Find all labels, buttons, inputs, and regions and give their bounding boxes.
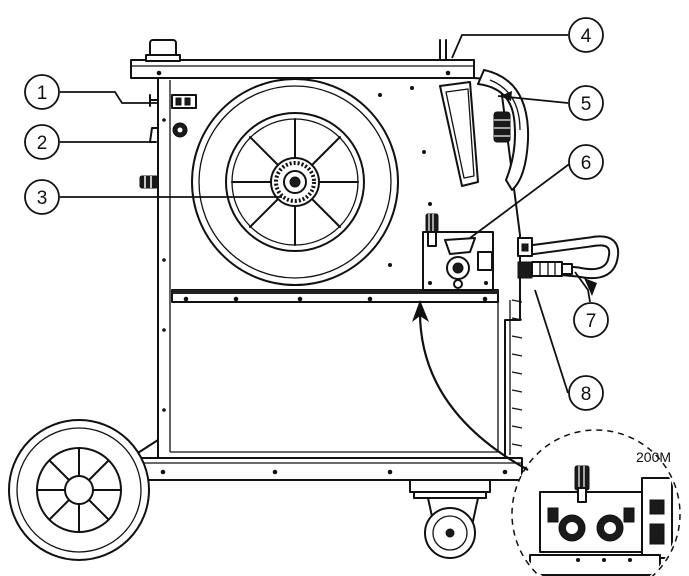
gas-connector (149, 94, 197, 109)
callout-1: 1 (24, 74, 60, 110)
callout-1-label: 1 (37, 83, 48, 104)
torch-cable (517, 235, 620, 280)
caster-wheel (409, 479, 491, 559)
inset-model-label: 200M (636, 449, 671, 465)
callout-7-label: 7 (586, 311, 597, 332)
callout-7: 7 (573, 302, 609, 338)
euro-connector (517, 261, 573, 279)
callout-2-label: 2 (37, 133, 48, 154)
side-vents (509, 299, 523, 455)
callout-4-label: 4 (581, 26, 592, 47)
detail-pointer-arrow (412, 300, 529, 471)
detail-inset: 200M (511, 429, 681, 576)
callout-5: 5 (568, 85, 604, 121)
spool-spokes (231, 118, 359, 246)
callout-6: 6 (568, 144, 604, 180)
callout-8-label: 8 (581, 384, 592, 405)
control-knob (149, 122, 188, 143)
leader-lines (60, 34, 597, 394)
callout-4: 4 (568, 17, 604, 53)
divider-rail (171, 289, 499, 303)
top-pin (439, 39, 447, 61)
upper-panel-screws (378, 86, 432, 267)
callout-8: 8 (568, 375, 604, 411)
callout-3-label: 3 (37, 188, 48, 209)
wire-feeder (422, 213, 494, 291)
wire-spool (191, 78, 399, 286)
callout-3: 3 (24, 179, 60, 215)
top-handle-knob (145, 39, 181, 62)
main-wheel (8, 419, 150, 561)
wheel-spokes (36, 447, 122, 533)
torch-holder (439, 69, 530, 191)
callout-5-label: 5 (581, 94, 592, 115)
callout-2: 2 (24, 124, 60, 160)
callout-6-label: 6 (581, 153, 592, 174)
top-lid (130, 59, 475, 79)
rear-socket (139, 175, 159, 189)
